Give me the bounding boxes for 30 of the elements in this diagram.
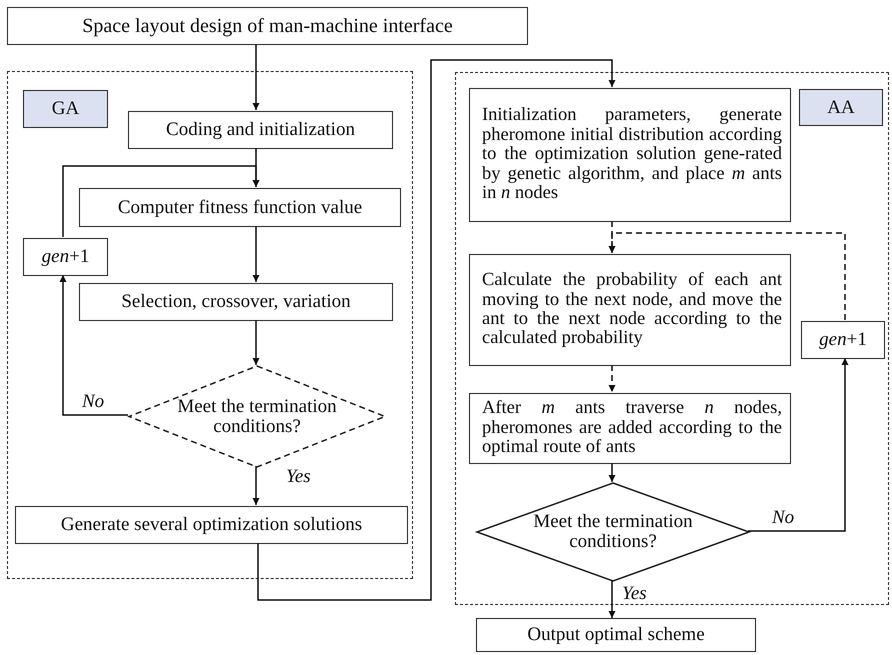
connector-arrow — [60, 275, 128, 416]
label-box: GA — [23, 90, 108, 128]
connector-arrow — [62, 165, 260, 237]
connector-arrow — [252, 45, 260, 110]
process-box: Calculate the probability of each ant moving to the next node, and move the ant to the next node according to the calculated probability — [469, 254, 791, 366]
connector-arrow — [257, 59, 616, 601]
connector-arrow — [608, 232, 846, 320]
dashed-group-frame — [7, 71, 413, 579]
connector-arrow — [252, 320, 260, 365]
process-box: Selection, crossover, variation — [79, 283, 393, 321]
process-box: Initialization parameters, generate pheromone initial distribution according to the optimization solution gene-rated by genetic algorithm, and place m ants in n nodes — [469, 88, 791, 222]
connector-arrow — [748, 358, 848, 532]
connector-arrow — [608, 463, 616, 482]
connector-arrow — [608, 365, 616, 392]
process-box: Output optimal scheme — [476, 618, 756, 652]
connector-arrow — [252, 226, 260, 282]
process-box: Generate several optimization solutions — [15, 506, 408, 544]
decision-diamond: Meet the termination conditions? — [477, 483, 749, 581]
decision-diamond: Meet the termination conditions? — [129, 366, 385, 467]
process-box: Coding and initialization — [128, 111, 393, 149]
connector-arrow — [608, 221, 616, 253]
connector-arrow — [252, 466, 260, 505]
dashed-group-frame — [455, 72, 889, 605]
label-box: AA — [799, 89, 883, 126]
process-box: Computer fitness function value — [79, 188, 401, 227]
connector-arrow — [608, 580, 616, 618]
title-box: Space layout design of man-machine interface — [7, 7, 528, 45]
counter-box: gen+1 — [801, 321, 885, 359]
process-box: After m ants traverse n nodes, pheromones are added according to the optimal route of ants — [469, 393, 791, 464]
counter-box: gen+1 — [23, 238, 108, 276]
